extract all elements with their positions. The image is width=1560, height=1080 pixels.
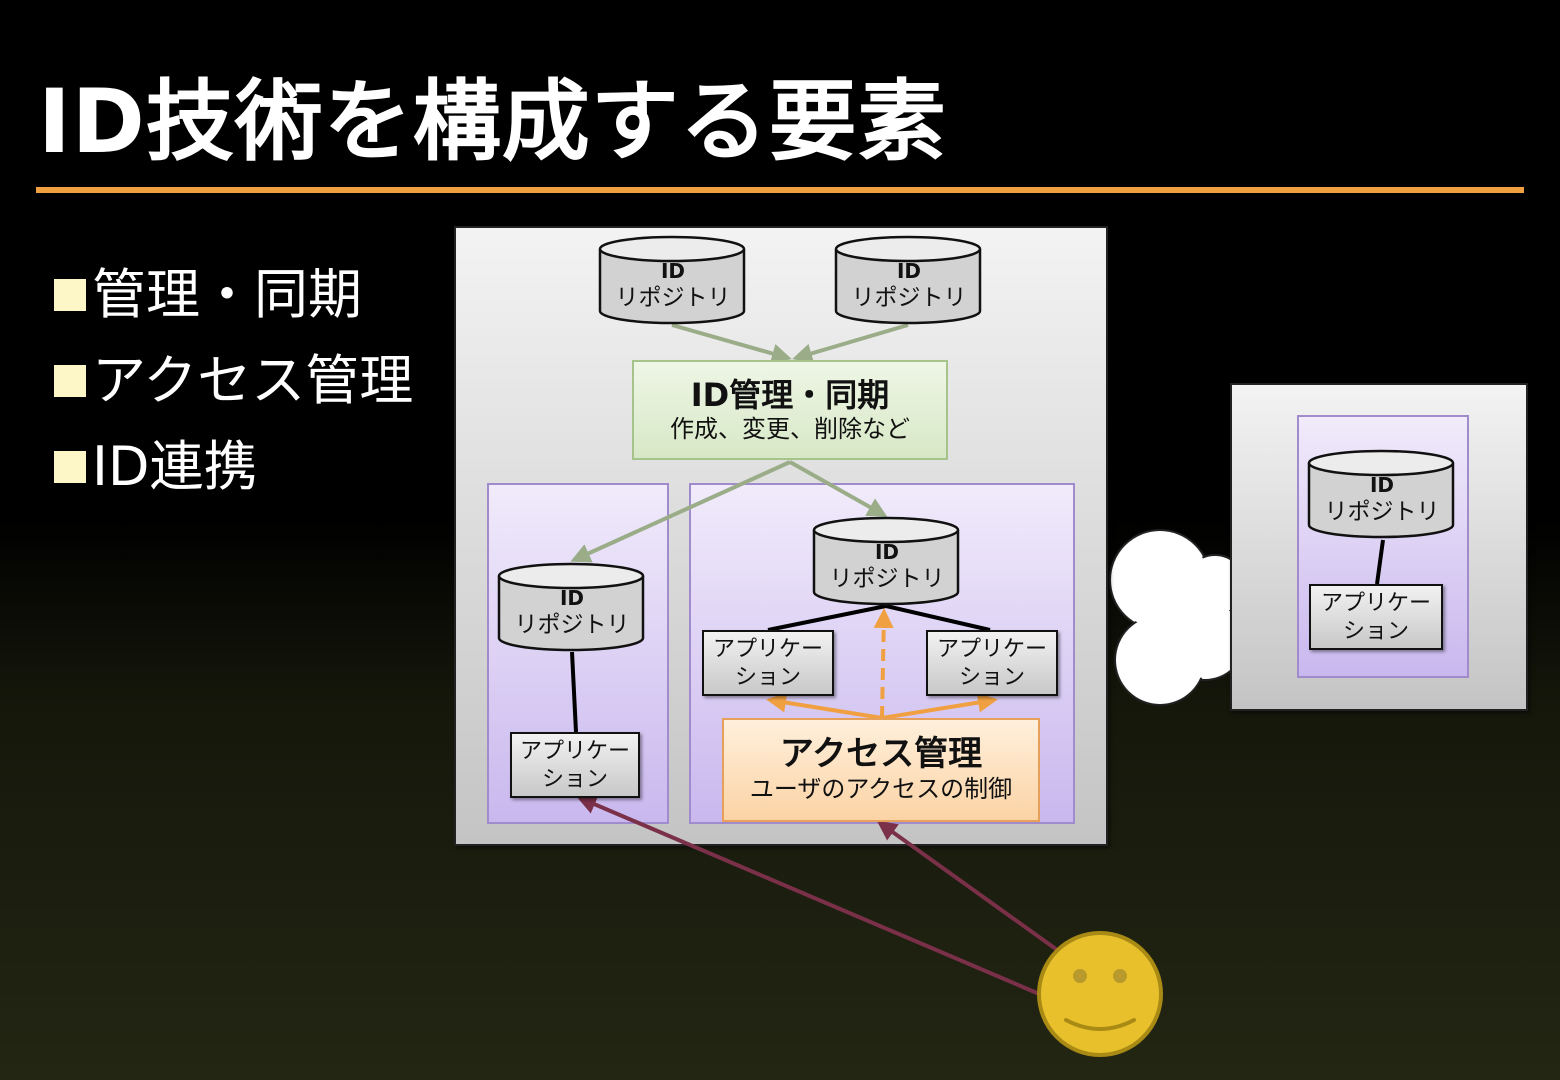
database-icon bbox=[497, 562, 645, 652]
repository-top-left: ID リポジトリ bbox=[598, 235, 748, 327]
application-box: アプリケー ション bbox=[702, 630, 834, 696]
repository-label-text: リポジトリ bbox=[829, 566, 945, 592]
application-box: アプリケー ション bbox=[1309, 584, 1443, 650]
bullet-square-icon bbox=[54, 279, 86, 311]
repository-right-zone: ID リポジトリ bbox=[812, 516, 962, 608]
bullet-item: ID連携 bbox=[54, 424, 413, 510]
application-box: アプリケー ション bbox=[510, 732, 640, 798]
application-label-line2: ション bbox=[734, 665, 801, 690]
repository-external: ID リポジトリ bbox=[1307, 449, 1457, 541]
access-management-title: アクセス管理 bbox=[779, 734, 983, 774]
access-management-subtitle: ユーザのアクセスの制御 bbox=[749, 775, 1013, 803]
repository-label-id: ID bbox=[1369, 473, 1395, 497]
repository-label-id: ID bbox=[660, 259, 686, 283]
application-box: アプリケー ション bbox=[926, 630, 1058, 696]
application-label-line1: アプリケー bbox=[1320, 591, 1431, 616]
database-icon bbox=[598, 235, 746, 325]
bullet-list: 管理・同期 アクセス管理 ID連携 bbox=[54, 252, 413, 510]
repository-top-right: ID リポジトリ bbox=[834, 235, 984, 327]
bullet-text-access: アクセス管理 bbox=[92, 349, 414, 412]
repository-label-id: ID bbox=[896, 259, 922, 283]
database-icon bbox=[1307, 449, 1455, 539]
application-label-line1: アプリケー bbox=[712, 637, 823, 662]
repository-label-text: リポジトリ bbox=[514, 612, 630, 638]
repository-label-text: リポジトリ bbox=[615, 285, 731, 311]
bullet-text-federation: ID連携 bbox=[92, 435, 258, 498]
application-label-line2: ション bbox=[1342, 619, 1409, 644]
bullet-text-sync: 管理・同期 bbox=[92, 263, 362, 326]
application-label-line1: アプリケー bbox=[936, 637, 1047, 662]
page-title: ID技術を構成する要素 bbox=[38, 70, 947, 173]
repository-label-id: ID bbox=[559, 586, 585, 610]
application-label-line2: ション bbox=[958, 665, 1025, 690]
repository-label-text: リポジトリ bbox=[1324, 499, 1440, 525]
id-management-title: ID管理・同期 bbox=[690, 376, 890, 414]
repository-left-zone: ID リポジトリ bbox=[497, 562, 647, 654]
bullet-item: アクセス管理 bbox=[54, 338, 413, 424]
application-label-line2: ション bbox=[541, 767, 608, 792]
repository-label-text: リポジトリ bbox=[851, 285, 967, 311]
access-management-box: アクセス管理 ユーザのアクセスの制御 bbox=[722, 718, 1040, 822]
bullet-item: 管理・同期 bbox=[54, 252, 413, 338]
bullet-square-icon bbox=[54, 365, 86, 397]
repository-label-id: ID bbox=[874, 540, 900, 564]
id-management-box: ID管理・同期 作成、変更、削除など bbox=[632, 360, 948, 460]
database-icon bbox=[812, 516, 960, 606]
bullet-square-icon bbox=[54, 451, 86, 483]
title-underline bbox=[36, 187, 1524, 193]
id-management-subtitle: 作成、変更、削除など bbox=[670, 415, 910, 443]
database-icon bbox=[834, 235, 982, 325]
application-label-line1: アプリケー bbox=[519, 739, 630, 764]
